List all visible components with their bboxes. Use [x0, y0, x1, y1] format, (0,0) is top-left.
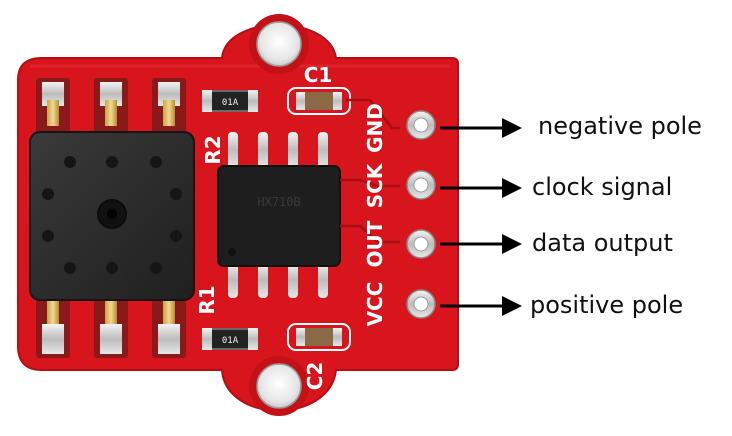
arrow-out — [440, 234, 522, 254]
capacitor-c2 — [287, 323, 351, 351]
pin-hole-gnd — [406, 110, 436, 140]
ic-legs-top — [228, 132, 328, 168]
pin-hole-vcc — [406, 289, 436, 319]
label-r1: R1 — [195, 285, 219, 314]
pressure-sensor — [29, 131, 195, 301]
label-c1: C1 — [304, 63, 333, 87]
pin-label-out: OUT — [363, 220, 387, 267]
arrow-vcc — [440, 296, 522, 316]
arrow-gnd — [440, 118, 522, 138]
ic-marking-line1: HX710B — [257, 195, 300, 209]
capacitor-c1 — [287, 87, 351, 115]
annotation-positive-pole: positive pole — [530, 291, 684, 319]
resistor-r1-marking: 01A — [222, 336, 239, 346]
label-r2: R2 — [201, 135, 225, 164]
resistor-r2: 01A — [202, 90, 258, 112]
annotation-negative-pole: negative pole — [538, 112, 702, 140]
ic-legs-bottom — [228, 262, 328, 298]
mounting-hole-bottom — [249, 356, 309, 416]
mounting-hole-top — [249, 14, 309, 74]
label-c2: C2 — [303, 362, 327, 391]
sensor-bottom-pins — [36, 296, 186, 358]
annotation-clock-signal: clock signal — [532, 173, 673, 201]
pcb-traces — [340, 98, 400, 244]
arrow-sck — [440, 178, 522, 198]
pin-label-vcc: VCC — [363, 282, 387, 327]
pin-hole-sck — [406, 170, 436, 200]
pin-label-gnd: GND — [363, 103, 387, 153]
resistor-r2-marking: 01A — [222, 98, 239, 108]
sensor-top-pins — [36, 78, 186, 136]
resistor-r1: 01A — [202, 328, 258, 350]
pin-label-sck: SCK — [363, 162, 387, 208]
pin-hole-out — [406, 229, 436, 259]
annotation-data-output: data output — [532, 229, 673, 257]
hx710b-chip: HX710B — [217, 165, 341, 267]
